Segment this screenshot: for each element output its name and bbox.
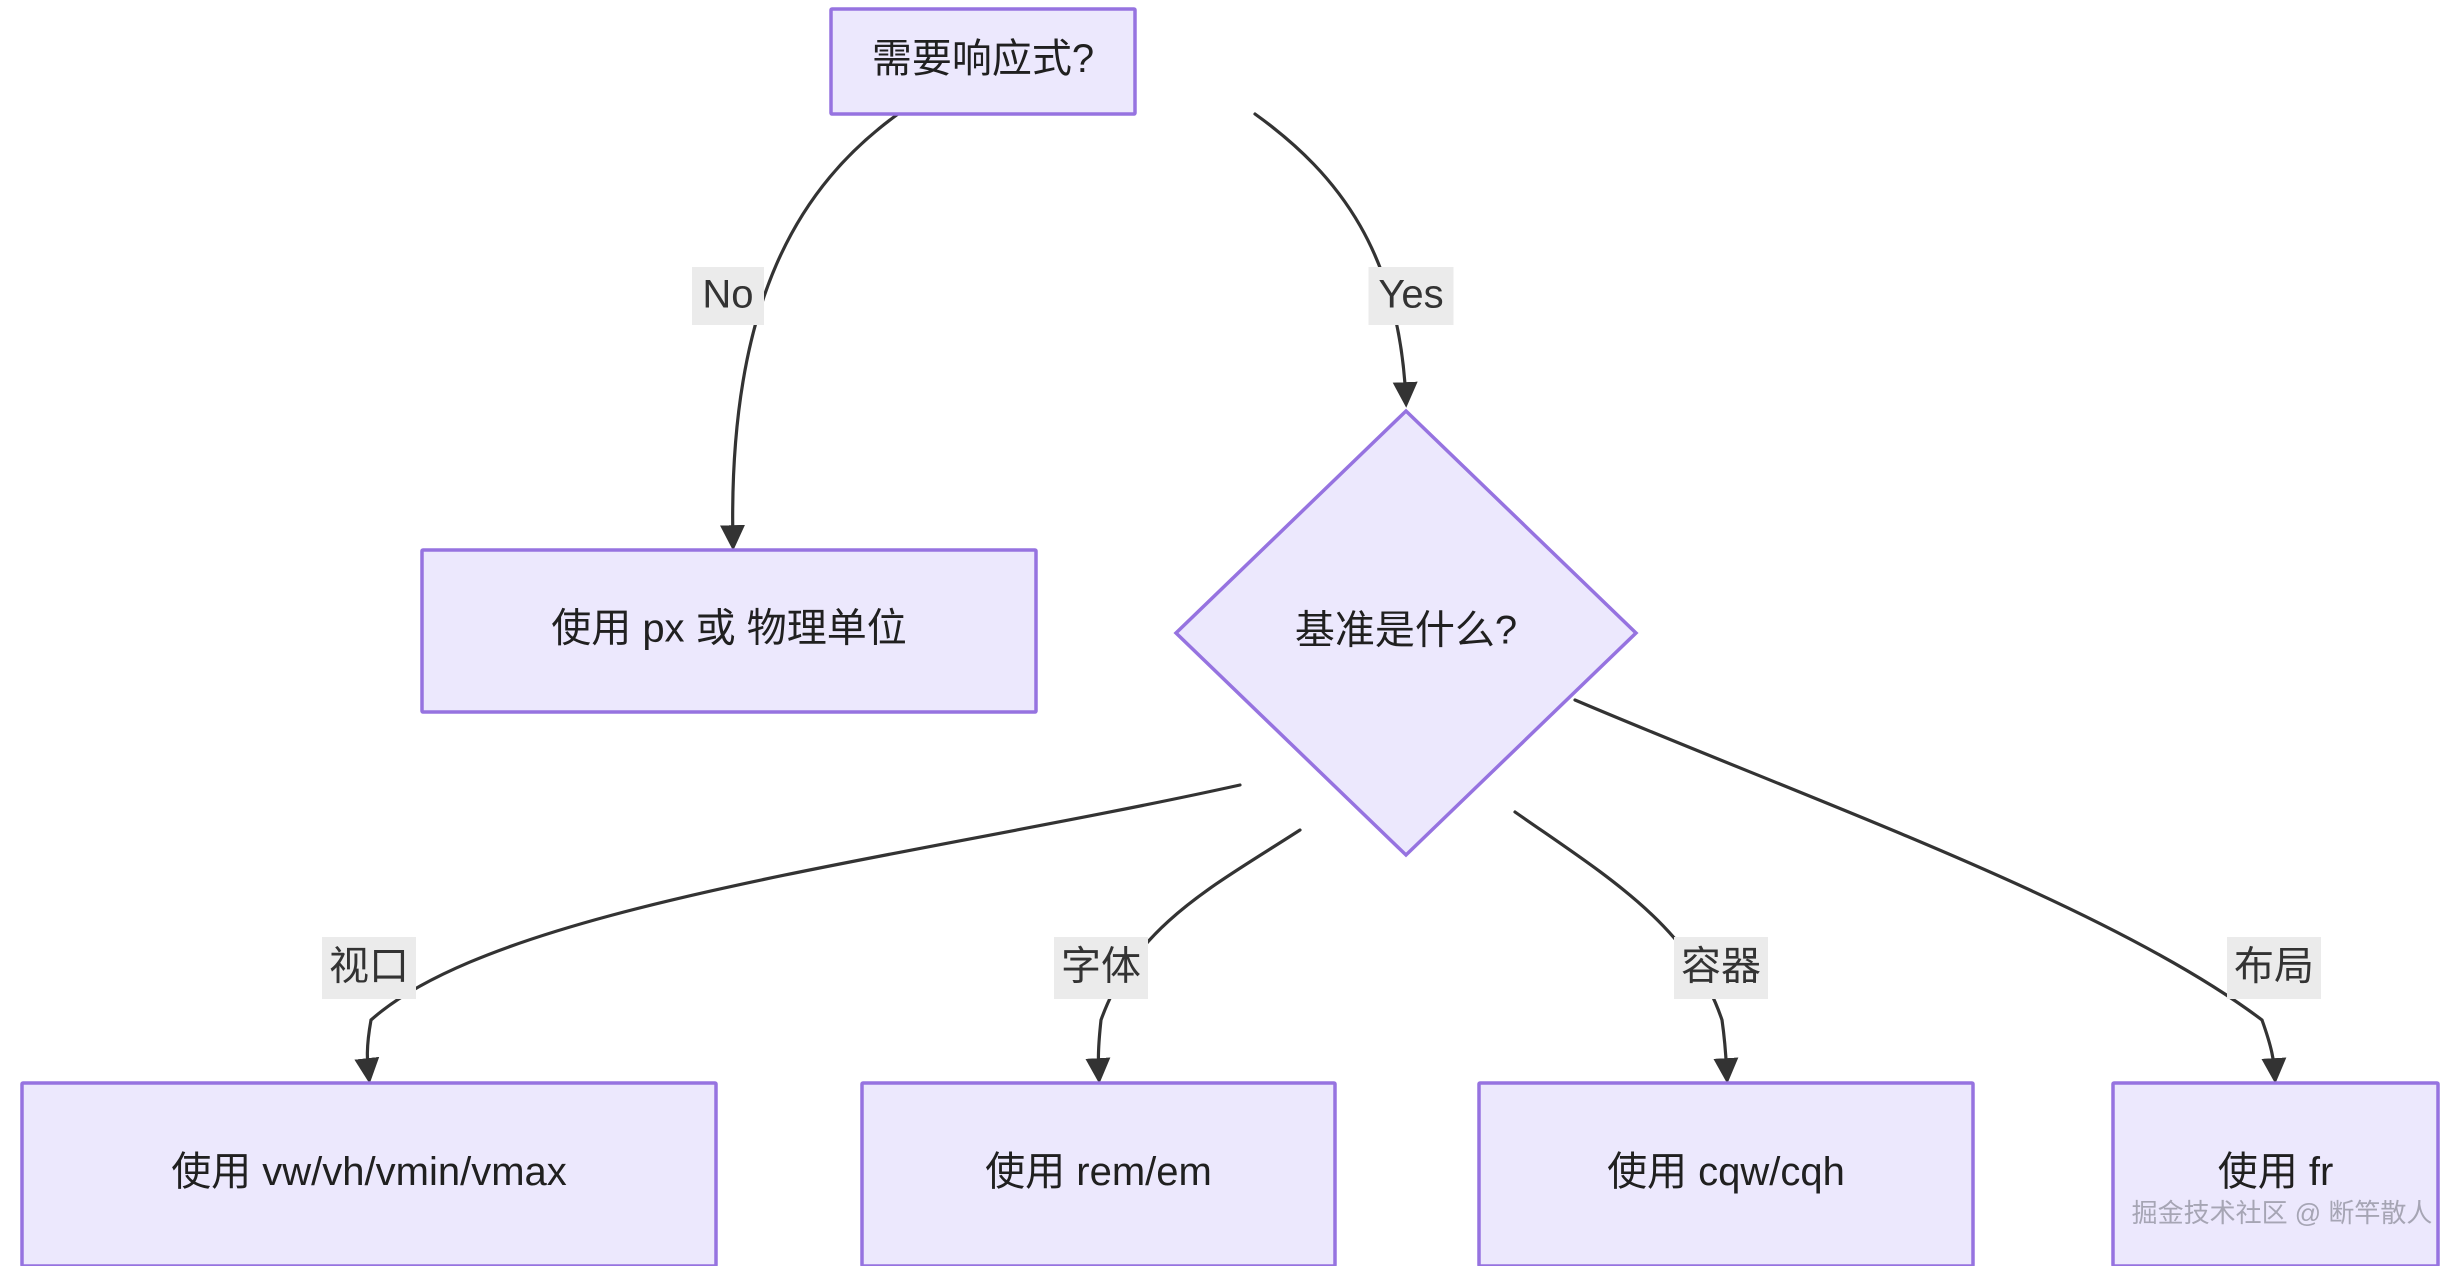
edge-label-root-to-basis: Yes (1368, 267, 1454, 325)
node-shape-px (420, 548, 1038, 714)
edge-label-root-to-px: No (692, 267, 764, 325)
node-shape-basis (1173, 408, 1639, 858)
edge-label-text: 视口 (329, 945, 409, 989)
edge-label-basis-to-font: 字体 (1054, 937, 1148, 999)
node-layout[interactable]: 使用 fr (2111, 1081, 2440, 1266)
edge-basis-to-layout (1573, 698, 2287, 1084)
edge-label-text: 容器 (1681, 945, 1761, 989)
edge-label-basis-to-viewport: 视口 (322, 937, 416, 999)
edge-label-bg (1368, 267, 1454, 325)
edge-label-text: 布局 (2234, 945, 2314, 989)
edge-label-bg (2227, 937, 2321, 999)
edge-label-bg (692, 267, 764, 325)
node-label-layout: 使用 fr (2218, 1150, 2334, 1194)
node-label-viewport: 使用 vw/vh/vmin/vmax (171, 1150, 567, 1194)
node-label-font: 使用 rem/em (985, 1150, 1212, 1194)
edge-label-text: No (702, 273, 753, 317)
node-shape-layout (2111, 1081, 2440, 1266)
node-shape-root (829, 7, 1137, 116)
edge-label-basis-to-layout: 布局 (2227, 937, 2321, 999)
edge-label-bg (1674, 937, 1768, 999)
edge-basis-to-viewport (354, 783, 1242, 1084)
edge-root-to-basis (1253, 112, 1418, 408)
edge-label-text: Yes (1378, 273, 1443, 317)
edge-labels-layer: No Yes 视口 字体 容器 布局 (322, 267, 2321, 999)
node-font[interactable]: 使用 rem/em (860, 1081, 1337, 1266)
node-shape-font (860, 1081, 1337, 1266)
node-container[interactable]: 使用 cqw/cqh (1477, 1081, 1975, 1266)
node-label-container: 使用 cqw/cqh (1607, 1150, 1845, 1194)
edge-label-bg (322, 937, 416, 999)
edge-label-text: 字体 (1061, 945, 1141, 989)
nodes-layer: 需要响应式? 使用 px 或 物理单位 基准是什么? 使用 vw/vh/vmin/vm… (20, 7, 2440, 1266)
node-viewport[interactable]: 使用 vw/vh/vmin/vmax (20, 1081, 718, 1266)
edge-label-basis-to-container: 容器 (1674, 937, 1768, 999)
watermark-text: 掘金技术社区 @ 断竿散人 (2132, 1198, 2433, 1228)
node-label-px: 使用 px 或 物理单位 (551, 607, 907, 651)
node-px[interactable]: 使用 px 或 物理单位 (420, 548, 1038, 714)
node-label-basis: 基准是什么? (1295, 609, 1517, 653)
edge-root-to-px (720, 112, 900, 551)
node-basis[interactable]: 基准是什么? (1173, 408, 1639, 858)
edge-label-bg (1054, 937, 1148, 999)
node-root[interactable]: 需要响应式? (829, 7, 1137, 116)
node-shape-viewport (20, 1081, 718, 1266)
node-label-root: 需要响应式? (872, 37, 1094, 81)
node-shape-container (1477, 1081, 1975, 1266)
